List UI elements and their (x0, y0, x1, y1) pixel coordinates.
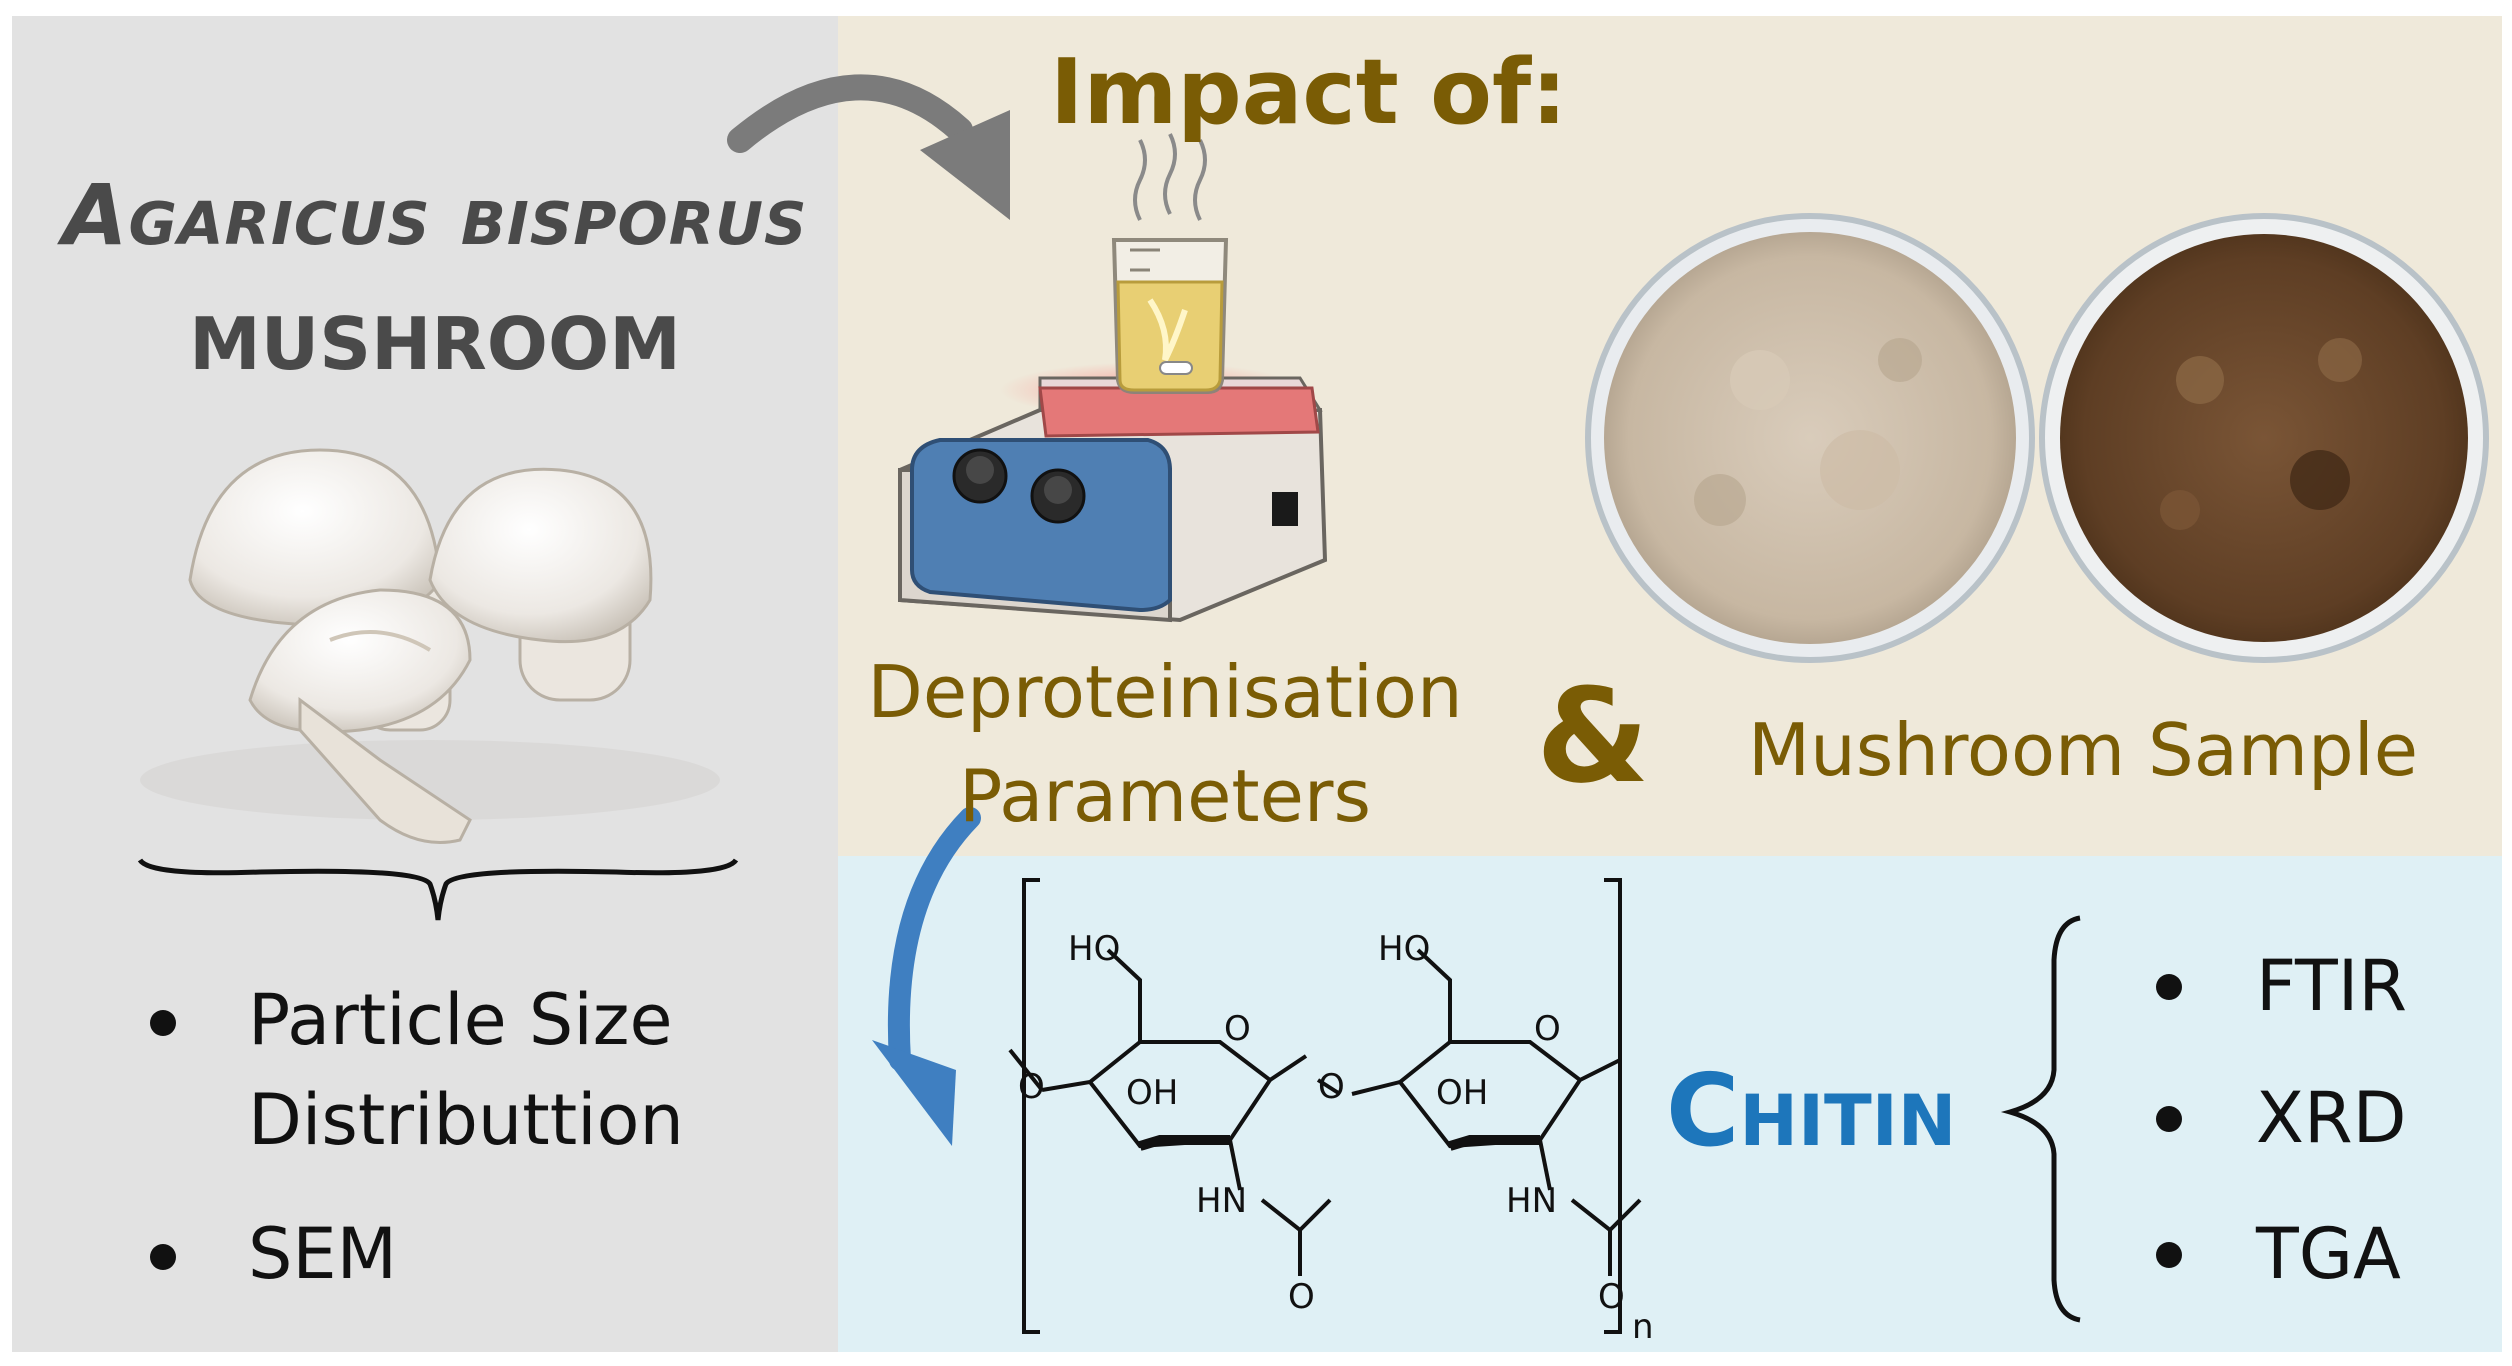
right-ring-oh: OH (1436, 1073, 1488, 1113)
powder-dish-dark (2039, 213, 2489, 663)
bullet-text: Particle Size Distributtion (248, 979, 684, 1161)
analysis-text: XRD (2256, 1077, 2407, 1159)
bullet-dot (2156, 1106, 2182, 1132)
beaker-icon (1111, 133, 1229, 394)
bullet-dot (2156, 1242, 2182, 1268)
right-ring-o: O (1534, 1009, 1561, 1049)
analysis-text: TGA (2256, 1213, 2401, 1295)
linker-o: O (1318, 1067, 1345, 1107)
species-title: Agaricus bisporus (62, 166, 808, 264)
chitin-structure-icon (1008, 878, 1642, 1334)
left-bullet-sem: SEM (150, 1204, 397, 1304)
blue-curved-arrow (872, 807, 981, 1146)
mushroom-sample-label: Mushroom Sample (1748, 708, 2419, 792)
analysis-ftir: FTIR (2156, 936, 2407, 1036)
left-ring-carbonyl-o: O (1288, 1277, 1315, 1317)
right-ring-hn: HN (1506, 1181, 1557, 1221)
left-brace (137, 858, 739, 921)
left-bullet-particle-size: Particle Size Distributtion (150, 970, 684, 1170)
bullet-dot (2156, 974, 2182, 1000)
powder-dish-light (1585, 213, 2035, 663)
bullet-text: SEM (248, 1213, 398, 1295)
left-ring-ho: HO (1068, 929, 1120, 969)
grey-curved-arrow (727, 74, 1010, 220)
right-ring-carbonyl-o: O (1598, 1277, 1625, 1317)
right-ring-ho: HO (1378, 929, 1430, 969)
magnetic-stirrer-hotplate-icon (898, 362, 1328, 623)
impact-title: Impact of: (1050, 40, 1568, 145)
bullet-dot (150, 1010, 176, 1036)
left-ring-link-o: O (1018, 1067, 1045, 1107)
mushroom-label: MUSHROOM (189, 302, 681, 386)
deproteinisation-label: Deproteinisation Parameters (867, 650, 1463, 838)
mushrooms-photo (140, 448, 720, 844)
ampersand: & (1536, 660, 1650, 812)
bullet-dot (150, 1244, 176, 1270)
analysis-tga: TGA (2156, 1204, 2401, 1304)
analysis-text: FTIR (2256, 945, 2408, 1027)
left-ring-oh: OH (1126, 1073, 1178, 1113)
chitin-title: Chitin (1666, 1052, 1957, 1169)
left-ring-hn: HN (1196, 1181, 1247, 1221)
analysis-xrd: XRD (2156, 1068, 2407, 1168)
polymer-subscript: n (1632, 1307, 1654, 1347)
left-ring-o: O (1224, 1009, 1251, 1049)
bottom-panel (838, 856, 2502, 1352)
right-brace (2000, 915, 2081, 1323)
